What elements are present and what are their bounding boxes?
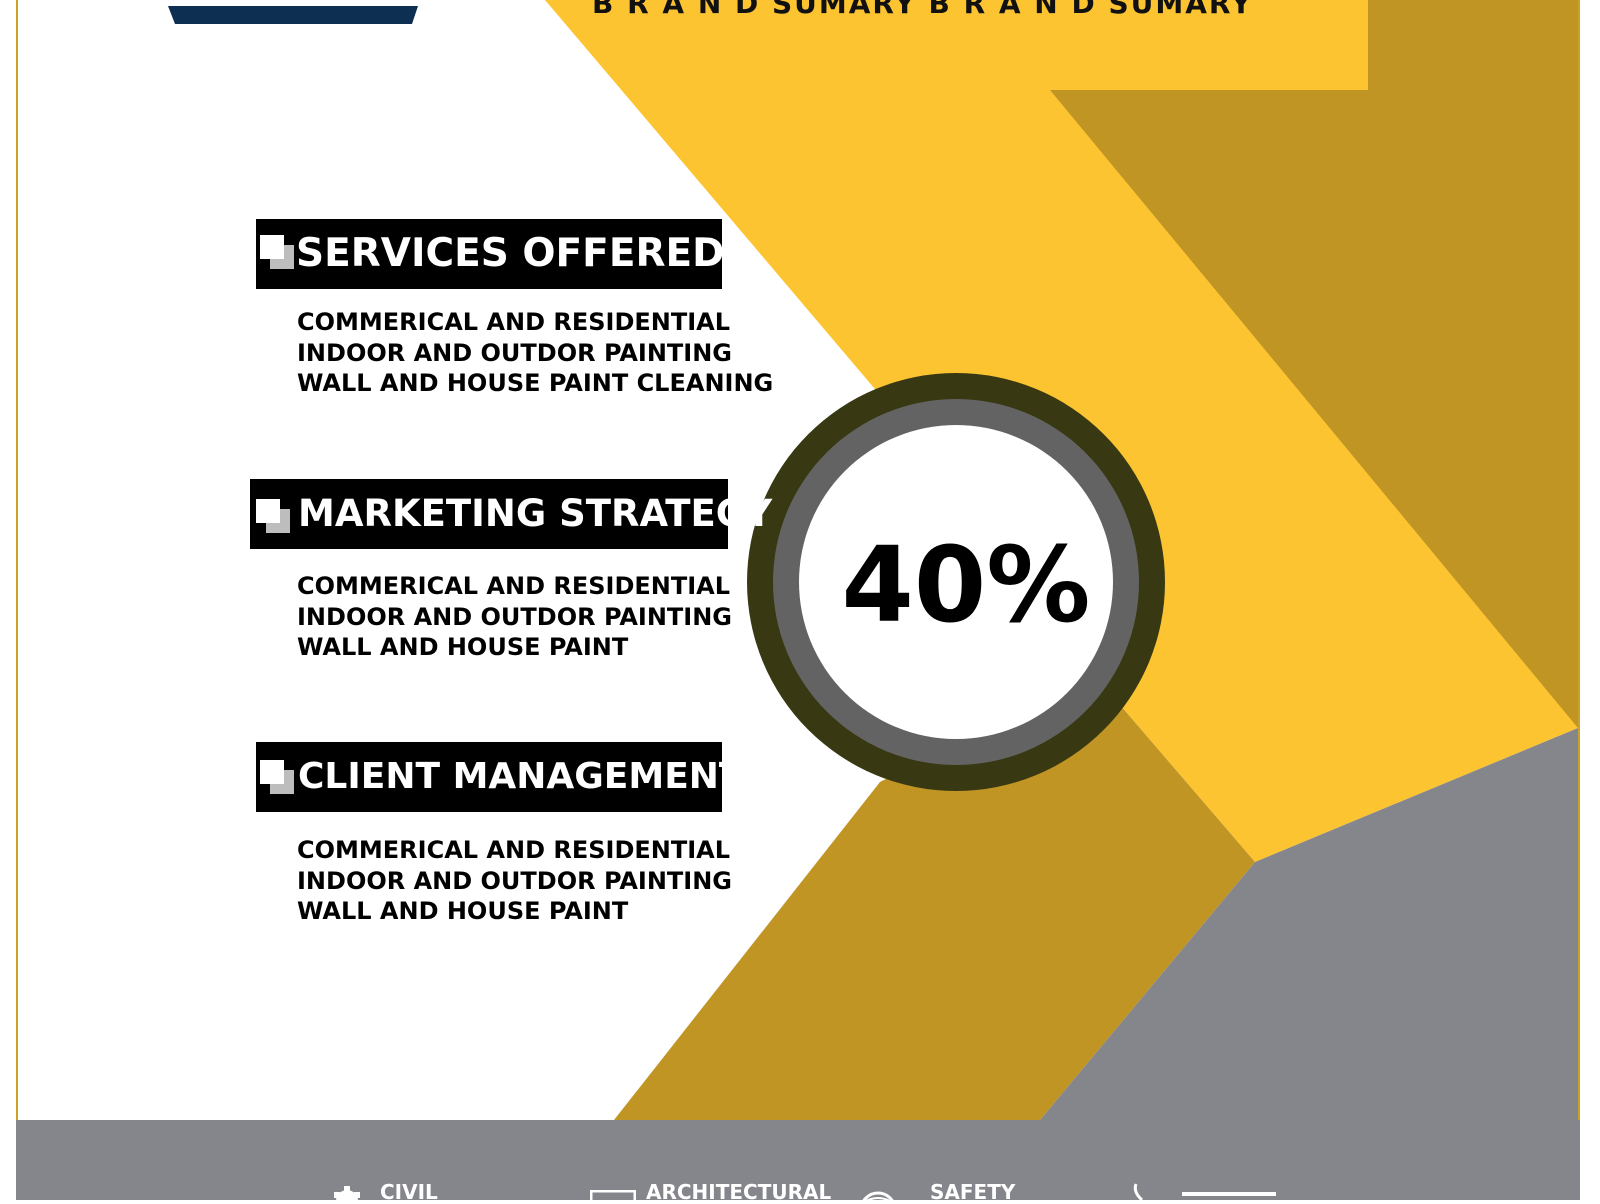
body-line: INDOOR AND OUTDOR PAINTING [297,866,732,895]
section-title: CLIENT MANAGEMENT [298,756,744,797]
globe-icon [860,1191,896,1204]
body-line: COMMERICAL AND RESIDENTIAL [297,572,731,600]
footer-item-civil: CIVIL [380,1180,438,1204]
dark-gold-panel-right [1050,0,1578,728]
section-body-client: COMMERICAL AND RESIDENTIAL INDOOR AND OU… [297,835,732,927]
bullet-square-icon [260,760,294,794]
body-line: WALL AND HOUSE PAINT [297,633,629,661]
logo-bar [168,6,418,24]
body-line: WALL AND HOUSE PAINT [297,897,629,925]
page-border-left [16,0,18,1120]
footer-bar [1182,1192,1276,1196]
page-border-right [1578,0,1580,1120]
footer-item-safety: SAFETY [930,1180,1016,1204]
section-title: MARKETING STRATEGY [298,492,773,535]
section-body-services: COMMERICAL AND RESIDENTIAL INDOOR AND OU… [297,307,773,399]
body-line: COMMERICAL AND RESIDENTIAL [297,836,731,864]
section-heading-marketing: MARKETING STRATEGY [250,479,772,549]
banner-text: B R A N D SUMARY B R A N D SUMARY [592,0,1254,20]
phone-icon [1133,1183,1144,1200]
section-heading-client: CLIENT MANAGEMENT [256,742,743,812]
gray-panel [1040,728,1578,1120]
body-line: INDOOR AND OUTDOR PAINTING [297,338,732,367]
footer-band [16,1120,1580,1200]
body-line: INDOOR AND OUTDOR PAINTING [297,602,732,631]
body-line: COMMERICAL AND RESIDENTIAL [297,308,731,336]
gauge-value: 40% [841,524,1091,646]
bullet-square-icon [260,235,294,269]
section-heading-services: SERVICES OFFERED [256,219,725,289]
gauge-face [799,425,1113,739]
gear-icon [334,1186,360,1200]
section-body-marketing: COMMERICAL AND RESIDENTIAL INDOOR AND OU… [297,571,732,663]
footer-item-architectural: ARCHITECTURAL [646,1180,832,1204]
dark-gold-panel-lower [614,705,1255,1120]
body-line: WALL AND HOUSE PAINT CLEANING [297,369,774,397]
bullet-square-icon [256,499,290,533]
monitor-icon [590,1190,636,1204]
section-title: SERVICES OFFERED [296,231,725,276]
